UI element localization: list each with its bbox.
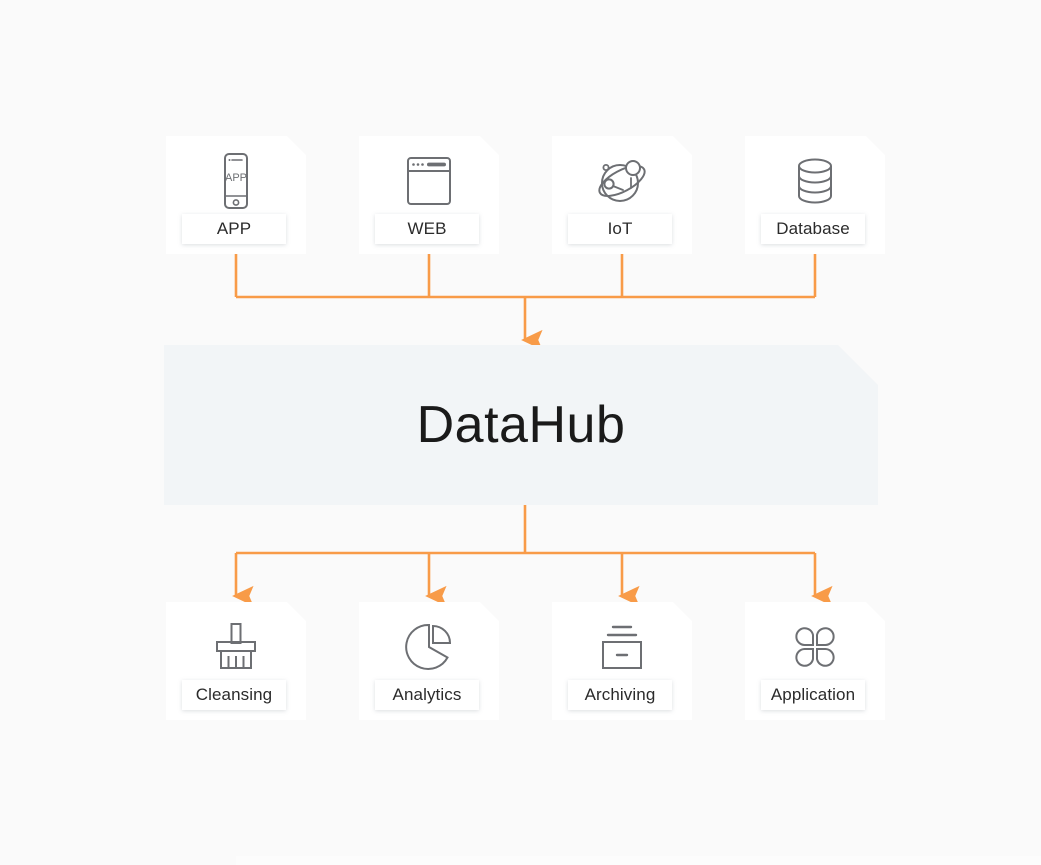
- mobile-phone-icon: APP: [166, 150, 306, 212]
- output-card-archiving[interactable]: [552, 602, 692, 720]
- database-cylinder-icon: [745, 150, 885, 212]
- source-label-app: APP: [216, 219, 252, 238]
- card-label-box-database: [761, 214, 865, 244]
- source-card-app[interactable]: APP: [166, 136, 306, 254]
- card-label-box-analytics: [375, 680, 479, 710]
- source-label-iot: IoT: [607, 219, 633, 238]
- output-card-application[interactable]: [745, 602, 885, 720]
- source-card-iot[interactable]: [552, 136, 692, 254]
- card-label-box-app: [182, 214, 286, 244]
- svg-text:APP: APP: [225, 172, 247, 184]
- output-card-analytics[interactable]: [359, 602, 499, 720]
- source-label-web: WEB: [407, 219, 447, 238]
- source-card-database[interactable]: [745, 136, 885, 254]
- clover-apps-icon: [745, 616, 885, 678]
- source-label-database: Database: [776, 219, 850, 238]
- output-label-analytics: Analytics: [392, 685, 462, 704]
- card-label-box-web: [375, 214, 479, 244]
- iot-globe-icon: [552, 150, 692, 212]
- pie-chart-icon: [359, 616, 499, 678]
- card-label-box-archiving: [568, 680, 672, 710]
- source-card-web[interactable]: [359, 136, 499, 254]
- output-card-cleansing[interactable]: [166, 602, 306, 720]
- archive-box-icon: [552, 616, 692, 678]
- bottom-band: [236, 856, 1041, 865]
- output-label-cleansing: Cleansing: [195, 685, 273, 704]
- browser-window-icon: [359, 150, 499, 212]
- card-label-box-application: [761, 680, 865, 710]
- datahub-panel[interactable]: DataHub: [164, 345, 878, 505]
- card-label-box-cleansing: [182, 680, 286, 710]
- output-label-archiving: Archiving: [584, 685, 656, 704]
- brush-icon: [166, 616, 306, 678]
- datahub-title: DataHub: [416, 396, 626, 454]
- card-label-box-iot: [568, 214, 672, 244]
- output-label-application: Application: [770, 685, 856, 704]
